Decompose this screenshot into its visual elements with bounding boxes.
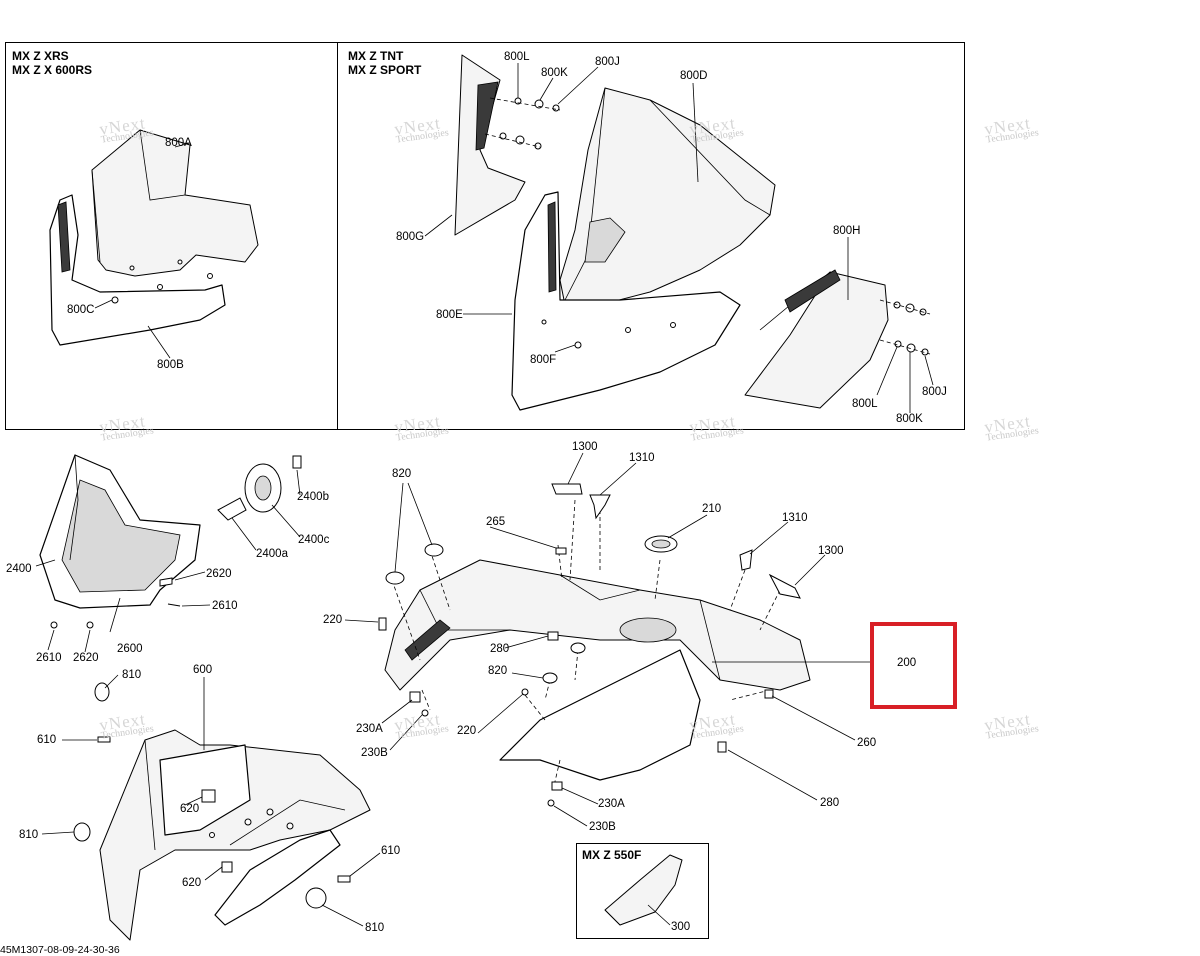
callout-800H: 800H bbox=[833, 225, 861, 237]
callout-2620-left: 2620 bbox=[73, 652, 99, 664]
callout-220-left: 220 bbox=[323, 614, 343, 626]
callout-230A-left: 230A bbox=[356, 723, 383, 735]
callout-800L-top: 800L bbox=[504, 51, 530, 63]
callout-2620-right: 2620 bbox=[206, 568, 232, 580]
callout-800B: 800B bbox=[157, 359, 184, 371]
callout-800G: 800G bbox=[396, 231, 425, 243]
callout-230B-left: 230B bbox=[361, 747, 388, 759]
callout-820-top: 820 bbox=[392, 468, 412, 480]
callout-820-mid: 820 bbox=[488, 665, 508, 677]
callout-230B-bottom: 230B bbox=[589, 821, 616, 833]
callout-800F: 800F bbox=[530, 354, 557, 366]
box-tnt-label-2: MX Z SPORT bbox=[348, 63, 422, 77]
headlight-group bbox=[35, 454, 302, 653]
callout-800L-right: 800L bbox=[852, 398, 878, 410]
box-xrs bbox=[5, 42, 338, 430]
box-tnt bbox=[337, 42, 965, 430]
callout-800J-right: 800J bbox=[922, 386, 947, 398]
callout-2610-left: 2610 bbox=[36, 652, 62, 664]
callout-620-bottom: 620 bbox=[182, 877, 202, 889]
box-550f bbox=[576, 843, 709, 939]
callout-280-right: 280 bbox=[820, 797, 840, 809]
callout-800D: 800D bbox=[680, 70, 708, 82]
callout-210: 210 bbox=[702, 503, 722, 515]
callout-2400a: 2400a bbox=[256, 548, 288, 560]
callout-2400b: 2400b bbox=[297, 491, 329, 503]
box-tnt-label-1: MX Z TNT bbox=[348, 49, 404, 63]
callout-1300-right: 1300 bbox=[818, 545, 844, 557]
callout-600: 600 bbox=[193, 664, 213, 676]
callout-2610-right: 2610 bbox=[212, 600, 238, 612]
550f-part-group bbox=[604, 854, 683, 926]
hood-group bbox=[344, 452, 870, 827]
drawing-code: 45M1307-08-09-24-30-36 bbox=[0, 944, 120, 956]
callout-200: 200 bbox=[897, 657, 917, 669]
callout-810-top: 810 bbox=[122, 669, 142, 681]
callout-1310-top: 1310 bbox=[629, 452, 655, 464]
callout-800C: 800C bbox=[67, 304, 95, 316]
callout-800E: 800E bbox=[436, 309, 463, 321]
callout-810-bottom: 810 bbox=[365, 922, 385, 934]
callout-1310-right: 1310 bbox=[782, 512, 808, 524]
tnt-windshield-group bbox=[424, 54, 934, 413]
callout-2400: 2400 bbox=[6, 563, 32, 575]
callout-800J-top: 800J bbox=[595, 56, 620, 68]
callout-1300-top: 1300 bbox=[572, 441, 598, 453]
callout-810-left: 810 bbox=[19, 829, 39, 841]
callout-620-top: 620 bbox=[180, 803, 200, 815]
callout-220-mid: 220 bbox=[457, 725, 477, 737]
callout-610-right: 610 bbox=[381, 845, 401, 857]
callout-2600: 2600 bbox=[117, 643, 143, 655]
box-xrs-label-1: MX Z XRS bbox=[12, 49, 69, 63]
callout-800K-top: 800K bbox=[541, 67, 568, 79]
callout-230A-bottom: 230A bbox=[598, 798, 625, 810]
xrs-windshield-group bbox=[49, 129, 259, 359]
callout-800K-right: 800K bbox=[896, 413, 923, 425]
callout-260: 260 bbox=[857, 737, 877, 749]
callout-2400c: 2400c bbox=[298, 534, 330, 546]
box-550f-label: MX Z 550F bbox=[582, 848, 642, 862]
callout-800A: 800A bbox=[165, 137, 192, 149]
box-xrs-label-2: MX Z X 600RS bbox=[12, 63, 93, 77]
callout-300: 300 bbox=[671, 921, 691, 933]
bracket-group bbox=[41, 674, 381, 941]
highlight-box-200 bbox=[870, 622, 957, 709]
callout-265: 265 bbox=[486, 516, 506, 528]
callout-610-left: 610 bbox=[37, 734, 57, 746]
callout-280-mid: 280 bbox=[490, 643, 510, 655]
